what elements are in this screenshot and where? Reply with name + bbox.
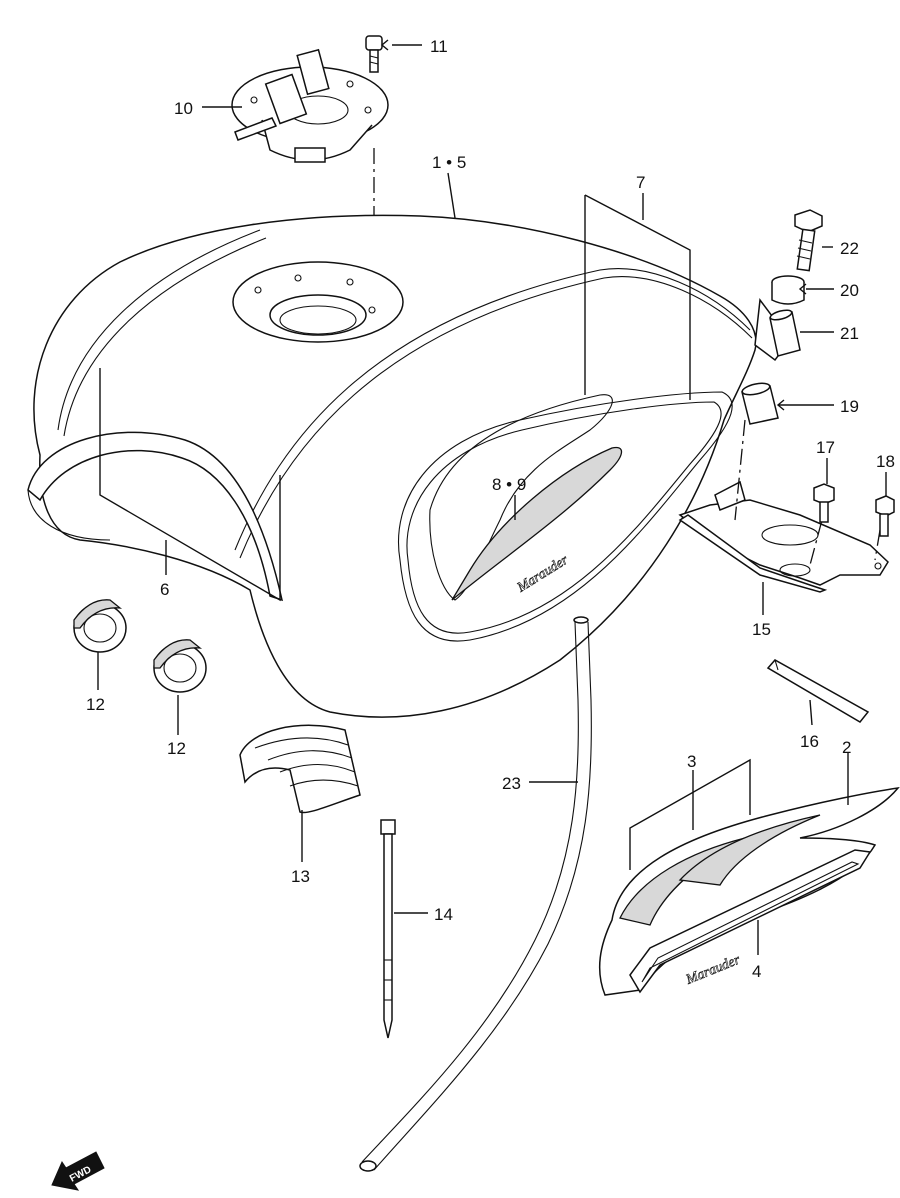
callout-7: 7 — [636, 173, 645, 192]
callout-4: 4 — [752, 962, 761, 981]
callout-11: 11 — [430, 37, 448, 56]
callout-6: 6 — [160, 580, 169, 599]
side-emblem-lettering: Marauder — [683, 952, 743, 988]
bolt18-centerline — [874, 529, 881, 561]
callout-10: 10 — [174, 99, 193, 118]
cushion-19 — [741, 382, 779, 425]
fwd-arrow-icon — [51, 1151, 105, 1191]
bolt-22 — [794, 209, 823, 272]
forward-direction-indicator: FWD — [51, 1151, 105, 1191]
callout-20: 20 — [840, 281, 859, 300]
callout-17: 17 — [816, 438, 835, 457]
callout-8-9: 8 • 9 — [492, 475, 526, 494]
cap-12-upper — [73, 599, 127, 653]
leader-lines — [97, 44, 887, 955]
bolt-17 — [813, 483, 835, 523]
callout-2: 2 — [842, 738, 851, 757]
cushion-13 — [239, 724, 361, 814]
breather-hose — [359, 616, 592, 1172]
callout-16: 16 — [800, 732, 819, 751]
callout-12-lower: 12 — [167, 739, 186, 758]
tank-rear-bracket — [678, 480, 889, 593]
callout-21: 21 — [840, 324, 859, 343]
callout-22: 22 — [840, 239, 859, 258]
callout-12-upper: 12 — [86, 695, 105, 714]
callout-19: 19 — [840, 397, 859, 416]
cap-12-lower — [153, 639, 207, 693]
tank-tunnel-liner — [27, 431, 284, 602]
callout-18: 18 — [876, 452, 895, 471]
fuel-tank — [33, 214, 791, 718]
callout-15: 15 — [752, 620, 771, 639]
callout-1-5: 1 • 5 — [432, 153, 466, 172]
callout-23: 23 — [502, 774, 521, 793]
callout-14: 14 — [434, 905, 453, 924]
bolt17-centerline — [809, 519, 823, 566]
callout-13: 13 — [291, 867, 310, 886]
bolt-18 — [875, 495, 895, 537]
collar-20 — [771, 275, 805, 305]
cap-bolt — [365, 35, 383, 73]
rubber-strip — [766, 659, 870, 723]
leader-arrows — [380, 39, 807, 411]
fuel-cap-assembly — [231, 48, 389, 163]
callout-3: 3 — [687, 752, 696, 771]
callout-labels: 11 10 1 • 5 7 8 • 9 6 22 20 21 19 17 18 … — [86, 37, 895, 981]
cable-tie — [380, 819, 396, 1039]
spacer-21 — [769, 309, 801, 357]
tank-emblem-recess — [398, 391, 733, 642]
bracket-centerline — [734, 419, 746, 521]
